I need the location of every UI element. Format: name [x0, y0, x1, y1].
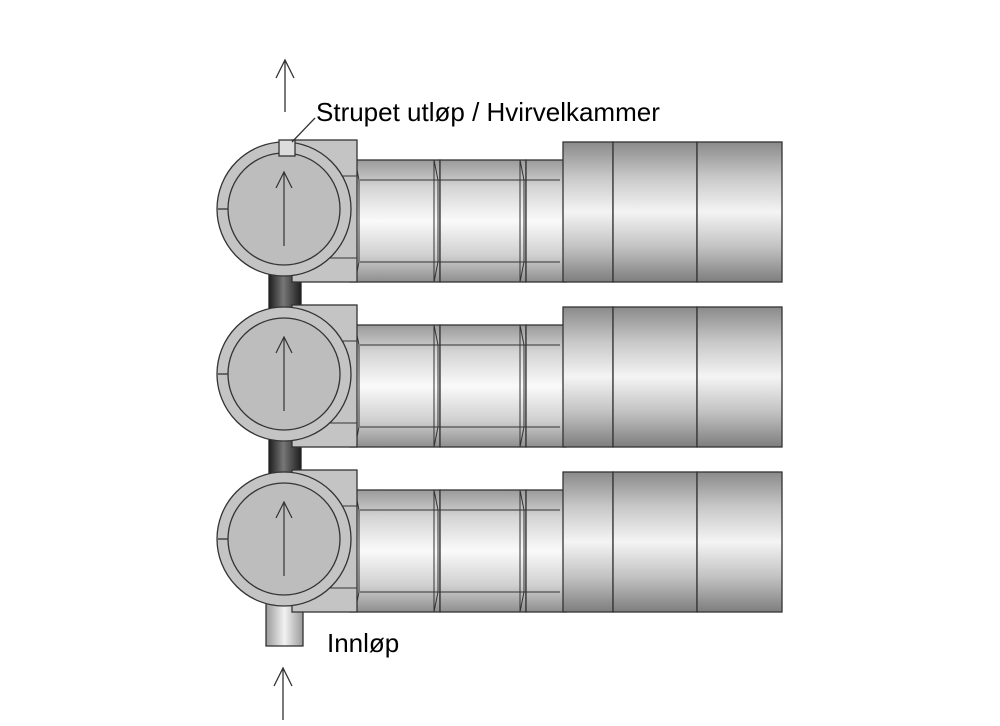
- hydrocyclone-unit-bottom: [216, 469, 783, 613]
- outer-ring: [696, 141, 783, 283]
- body-segment: [439, 489, 527, 613]
- body-segment: [439, 159, 527, 283]
- body-segment: [525, 159, 567, 283]
- throttled-outlet-tube: [278, 139, 296, 157]
- hydrocyclone-unit-top: [216, 139, 783, 283]
- body-segment: [349, 324, 441, 448]
- hydrocyclone-units: [216, 139, 783, 613]
- body-segment: [349, 159, 441, 283]
- outer-ring: [562, 471, 614, 613]
- outer-ring: [612, 141, 698, 283]
- outer-ring: [612, 471, 698, 613]
- outer-ring: [696, 306, 783, 448]
- outlet-label: Strupet utløp / Hvirvelkammer: [316, 97, 660, 127]
- body-segment: [439, 324, 527, 448]
- flow-arrow-head: [275, 335, 293, 354]
- outer-ring: [562, 141, 614, 283]
- outlet-label-leader: [291, 117, 316, 143]
- outer-ring: [562, 306, 614, 448]
- body-segment: [525, 489, 567, 613]
- body-segment: [525, 324, 567, 448]
- inlet-flow-arrow: [273, 666, 293, 720]
- flow-arrow-head: [275, 170, 293, 189]
- outer-ring: [696, 471, 783, 613]
- outer-ring: [612, 306, 698, 448]
- hydrocyclone-unit-middle: [216, 304, 783, 448]
- inlet-label: Innløp: [327, 628, 400, 658]
- flow-arrow-head: [275, 500, 293, 519]
- body-segment: [349, 489, 441, 613]
- outlet-flow-arrow: [275, 58, 295, 112]
